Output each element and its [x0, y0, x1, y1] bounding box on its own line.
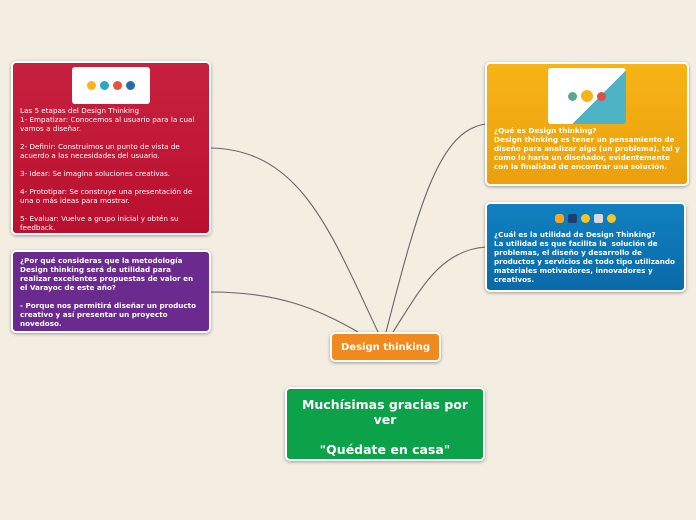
topic-design-thinking-stages[interactable]: Las 5 etapas del Design Thinking 1- Empa… — [11, 61, 211, 235]
topic-text: ¿Por qué consideras que la metodología D… — [20, 256, 197, 328]
topic-text: Muchísimas gracias por ver "Quédate en c… — [301, 397, 469, 457]
connector-blue — [392, 246, 487, 333]
connector-orange — [385, 123, 487, 333]
connector-red — [210, 147, 379, 333]
topic-utility[interactable]: ¿Cuál es la utilidad de Design Thinking?… — [485, 202, 686, 292]
connector-purple — [210, 291, 359, 333]
central-topic-label: Design thinking — [340, 341, 431, 353]
topic-why-useful[interactable]: ¿Por qué consideras que la metodología D… — [11, 250, 211, 333]
design-thinking-steps-illustration — [72, 67, 150, 104]
topic-what-is-design-thinking[interactable]: ¿Qué es Design thinking? Design thinking… — [485, 62, 689, 186]
five-stages-icons — [547, 208, 625, 228]
floating-topic-thanks[interactable]: Muchísimas gracias por ver "Quédate en c… — [285, 387, 485, 461]
topic-text: Las 5 etapas del Design Thinking 1- Empa… — [20, 106, 195, 232]
central-topic[interactable]: Design thinking — [330, 332, 441, 362]
topic-text: ¿Cuál es la utilidad de Design Thinking?… — [494, 230, 675, 284]
lightbulb-process-illustration — [548, 68, 626, 124]
topic-text: ¿Qué es Design thinking? Design thinking… — [494, 126, 680, 171]
